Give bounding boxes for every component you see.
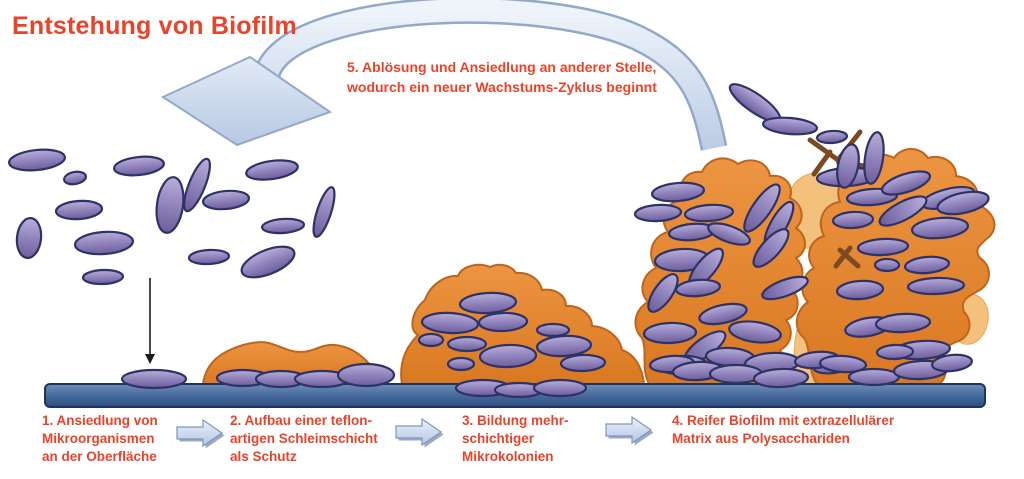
bacterium <box>831 210 875 230</box>
bacterium <box>446 356 476 372</box>
cycle-step-label: 5. Ablösung und Ansiedlung an anderer St… <box>347 59 657 95</box>
bacterium <box>183 157 211 213</box>
base-bacteria-stage4 <box>648 350 974 389</box>
step-label-1: 1. Ansiedlung von Mikroorganismen an der… <box>42 413 158 464</box>
settling-arrow <box>145 278 155 364</box>
bacterium <box>81 268 125 286</box>
page-title: Entstehung von Biofilm <box>12 12 297 40</box>
bacterium <box>15 216 43 260</box>
bacterium <box>906 276 966 296</box>
bacterium <box>910 216 970 240</box>
cycle-arrow-head <box>160 55 333 147</box>
bacterium <box>728 320 782 344</box>
bacterium <box>818 354 868 374</box>
bacterium <box>420 311 480 335</box>
bacterium <box>650 181 706 203</box>
bacterium <box>478 343 538 369</box>
bacterium <box>113 155 165 177</box>
biofilm-bacteria-right-tower <box>812 166 990 375</box>
step-label-4: 4. Reifer Biofilm mit extrazellulärer Ma… <box>672 413 895 446</box>
bacterium <box>8 148 66 172</box>
bacterium <box>446 335 488 353</box>
bacterium <box>836 143 860 189</box>
bacterium <box>532 378 588 398</box>
bacterium <box>559 353 607 373</box>
bacterium <box>683 203 735 223</box>
bacterium <box>674 278 722 298</box>
bacterium <box>743 183 781 233</box>
bacterium <box>312 186 336 238</box>
bacterium <box>54 199 104 221</box>
bacterium <box>873 257 901 273</box>
microcolony-bacteria-stage3 <box>417 291 607 399</box>
bacterium <box>880 170 932 196</box>
bacterium <box>930 353 974 373</box>
bacterium <box>878 195 928 227</box>
bacterium <box>260 217 306 235</box>
bacterium <box>698 302 748 326</box>
bacterium <box>73 230 135 256</box>
bacterium <box>417 332 445 348</box>
bacterium <box>336 362 396 388</box>
step-label-2: 2. Aufbau einer teflon- artigen Schleims… <box>230 413 378 464</box>
step-arrow <box>605 416 655 447</box>
bacterium <box>535 322 571 338</box>
bacterium <box>874 312 932 334</box>
bacterium <box>835 279 885 301</box>
bacterium <box>155 176 185 234</box>
bacterium <box>875 343 915 361</box>
step-label-3: 3. Bildung mehr- schichtiger Mikrokoloni… <box>462 413 569 464</box>
bacterium <box>120 368 188 390</box>
bacterium <box>903 255 951 275</box>
bacterium <box>936 190 990 216</box>
detaching-bacteria <box>728 83 885 189</box>
bacterium <box>761 275 809 301</box>
bacterium <box>856 237 910 257</box>
bacterium <box>633 203 683 223</box>
bacterium <box>707 222 751 246</box>
bacterium <box>642 321 698 345</box>
bacterium <box>477 311 529 333</box>
attached-bacteria-stage2 <box>215 362 396 389</box>
bacterium <box>240 245 296 279</box>
bacterium <box>647 273 679 313</box>
bacterium <box>458 291 518 315</box>
bacterium <box>187 248 231 266</box>
bacterium <box>535 334 593 358</box>
bacterium <box>63 170 87 186</box>
bacterium <box>761 116 819 136</box>
cycle-arrow <box>160 0 728 151</box>
bacterium <box>752 228 790 268</box>
step-arrow <box>395 418 445 449</box>
bacterium <box>752 367 810 389</box>
bacterium <box>815 129 849 145</box>
bacterium <box>847 367 901 387</box>
bacterium <box>245 159 299 181</box>
step-arrow <box>176 419 226 450</box>
bacterium <box>201 189 251 211</box>
bacterium <box>863 131 885 185</box>
floating-bacteria <box>8 148 336 390</box>
